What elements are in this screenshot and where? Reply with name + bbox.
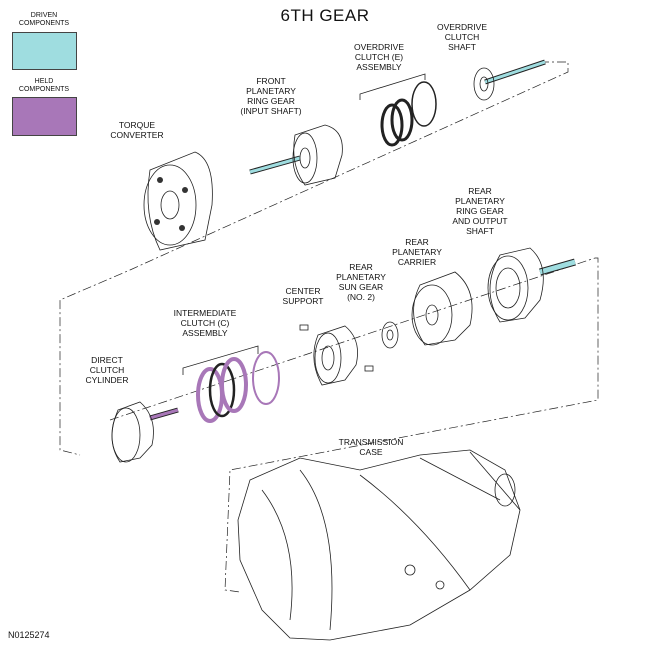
rear-planetary-sun-gear-part <box>381 321 399 349</box>
label-center-support: CENTER SUPPORT <box>282 286 324 306</box>
label-rear-planetary-carrier: REAR PLANETARY CARRIER <box>392 237 442 267</box>
label-overdrive-clutch-assembly: OVERDRIVE CLUTCH (E) ASSEMBLY <box>353 42 405 72</box>
centerline-upper <box>59 61 569 456</box>
rear-planetary-ring-gear-part <box>487 247 576 323</box>
transmission-case-part <box>237 449 521 641</box>
label-transmission-case: TRANSMISSION CASE <box>338 437 404 457</box>
legend-held-swatch <box>12 97 77 136</box>
legend-held-label: HELD COMPONENTS <box>18 78 70 93</box>
figure-id: N0125274 <box>8 630 50 640</box>
legend-driven-label: DRIVEN COMPONENTS <box>18 12 70 27</box>
center-support-part <box>299 324 374 386</box>
label-direct-clutch-cylinder: DIRECT CLUTCH CYLINDER <box>85 355 129 385</box>
label-front-planetary-ring-gear: FRONT PLANETARY RING GEAR (INPUT SHAFT) <box>240 76 302 116</box>
overdrive-clutch-shaft-part <box>473 59 546 101</box>
torque-converter-part <box>143 151 213 251</box>
legend-driven-swatch <box>12 32 77 70</box>
rear-planetary-carrier-part <box>411 271 473 346</box>
label-rear-planetary-sun-gear: REAR PLANETARY SUN GEAR (NO. 2) <box>336 262 386 302</box>
centerline-middle <box>109 257 599 593</box>
page-title: 6TH GEAR <box>280 6 370 25</box>
label-intermediate-clutch: INTERMEDIATE CLUTCH (C) ASSEMBLY <box>173 308 237 338</box>
intermediate-clutch-assembly-part <box>182 345 280 423</box>
front-planetary-ring-gear-part <box>249 124 343 186</box>
overdrive-clutch-assembly-part <box>359 73 437 147</box>
label-overdrive-clutch-shaft: OVERDRIVE CLUTCH SHAFT <box>436 22 488 52</box>
direct-clutch-cylinder-part <box>111 401 179 463</box>
label-torque-converter: TORQUE CONVERTER <box>110 120 164 140</box>
label-rear-planetary-ring-gear: REAR PLANETARY RING GEAR AND OUTPUT SHAF… <box>452 186 508 236</box>
